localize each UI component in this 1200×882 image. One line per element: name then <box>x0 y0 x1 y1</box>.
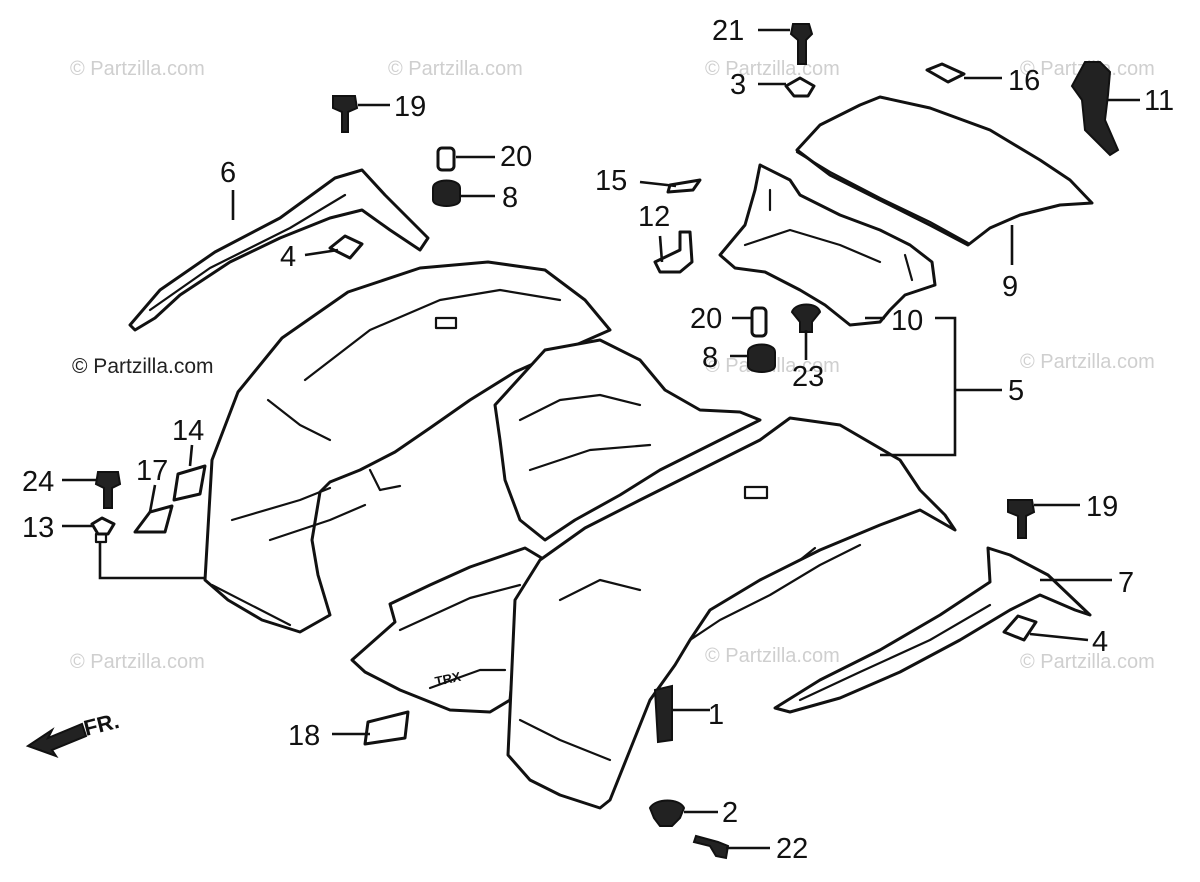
hardware <box>90 23 1120 860</box>
part-15-label <box>666 178 702 194</box>
callout-14: 14 <box>172 415 204 447</box>
watermark: © Partzilla.com <box>1020 651 1155 673</box>
callout-20: 20 <box>500 141 532 173</box>
part-9-seat-pad <box>795 95 1094 247</box>
fender-center-channel <box>493 338 762 542</box>
arrow-left-icon <box>25 722 88 758</box>
callout-8: 8 <box>702 342 718 374</box>
front-direction-marker: FR. <box>25 708 122 758</box>
watermark: © Partzilla.com <box>705 645 840 667</box>
callout-24: 24 <box>22 466 54 498</box>
callout-5: 5 <box>1008 375 1024 407</box>
callout-19: 19 <box>1086 491 1118 523</box>
part-21-bolt <box>789 23 814 65</box>
part-13-nut <box>90 516 116 536</box>
part-14-label <box>172 464 207 502</box>
part-19-bolt <box>332 95 359 133</box>
callout-22: 22 <box>776 833 808 865</box>
callout-9: 9 <box>1002 271 1018 303</box>
part-20-collar <box>436 146 456 172</box>
watermark: © Partzilla.com <box>70 651 205 673</box>
leader-lines <box>62 28 1140 850</box>
callout-12: 12 <box>638 201 670 233</box>
part-22-screw <box>692 834 730 860</box>
part-20-collar <box>750 306 768 338</box>
callout-6: 6 <box>220 157 236 189</box>
part-16-label <box>925 62 966 84</box>
copyright-notice: © Partzilla.com <box>72 355 214 378</box>
part-4-clip <box>328 234 364 260</box>
part-11-bracket <box>1070 61 1120 157</box>
callout-21: 21 <box>712 15 744 47</box>
part-18-label <box>363 710 410 746</box>
callout-20: 20 <box>690 303 722 335</box>
part-17-label <box>133 504 174 534</box>
callout-labels: 1 2 3 4 4 5 6 7 8 8 9 10 11 12 13 14 15 … <box>22 15 1174 865</box>
callout-1: 1 <box>708 699 724 731</box>
part-23-rivet <box>790 303 822 333</box>
callout-11: 11 <box>1144 85 1174 117</box>
callout-13: 13 <box>22 512 54 544</box>
callout-2: 2 <box>722 797 738 829</box>
right-fender-slot <box>743 485 769 500</box>
callout-17: 17 <box>136 455 168 487</box>
callout-19: 19 <box>394 91 426 123</box>
callout-3: 3 <box>730 69 746 101</box>
callout-23: 23 <box>792 361 824 393</box>
part-6-trim-strip <box>128 168 430 332</box>
callout-4: 4 <box>1092 626 1108 658</box>
left-fender-wing <box>203 260 612 634</box>
watermark: © Partzilla.com <box>1020 351 1155 373</box>
callout-8: 8 <box>502 182 518 214</box>
part-3-grommet <box>784 76 816 98</box>
part-8-cushion <box>747 343 776 373</box>
part-1-reflector <box>653 684 673 744</box>
callout-16: 16 <box>1008 65 1040 97</box>
callout-15: 15 <box>595 165 627 197</box>
part-4-clip <box>1002 614 1038 642</box>
watermark: © Partzilla.com <box>705 58 840 80</box>
callout-7: 7 <box>1118 567 1134 599</box>
rear-fender: TRX <box>203 260 957 810</box>
left-fender-slot <box>434 316 458 330</box>
part-12-bracket <box>653 230 694 274</box>
front-direction-label: FR. <box>81 708 121 741</box>
part-7-trim-strip <box>773 546 1092 714</box>
callout-4: 4 <box>280 241 296 273</box>
right-fender-wing <box>506 416 957 810</box>
part-2-grommet <box>648 799 686 827</box>
part-10-seat-tray <box>718 163 937 327</box>
watermark: © Partzilla.com <box>70 58 205 80</box>
callout-18: 18 <box>288 720 320 752</box>
part-8-cushion <box>432 179 461 207</box>
part-24-bolt <box>94 471 122 509</box>
fender-embossed-logo: TRX <box>434 669 463 689</box>
watermark: © Partzilla.com <box>388 58 523 80</box>
part-19-bolt <box>1007 499 1036 539</box>
callout-10: 10 <box>891 305 923 337</box>
